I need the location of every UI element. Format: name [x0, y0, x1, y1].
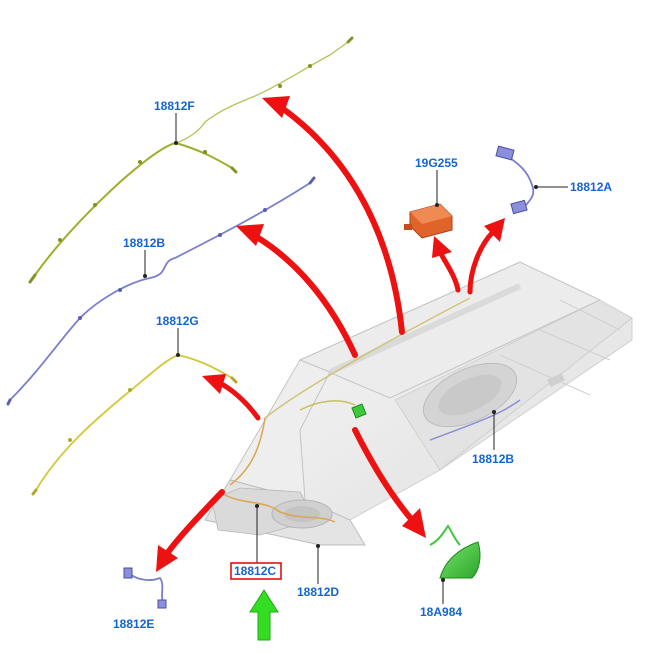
callout-arrows [156, 96, 505, 572]
label-19g255[interactable]: 19G255 [415, 156, 458, 170]
label-18812b-top[interactable]: 18812B [123, 236, 165, 250]
highlight-box [230, 562, 282, 580]
label-18812c[interactable]: 18812C [234, 564, 276, 578]
harness-18812a [495, 145, 535, 215]
harness-18812e [123, 567, 167, 609]
label-18812g[interactable]: 18812G [156, 314, 199, 328]
installed-harness-traces [224, 297, 521, 523]
green-pointer-arrow [249, 589, 279, 641]
harness-18812g [31, 354, 238, 496]
label-18812b-right[interactable]: 18812B [472, 452, 514, 466]
label-18812e[interactable]: 18812E [113, 617, 154, 631]
label-18812a[interactable]: 18812A [570, 180, 612, 194]
label-18a984[interactable]: 18A984 [420, 605, 462, 619]
harness-18812f [28, 36, 354, 284]
label-18812d[interactable]: 18812D [297, 585, 339, 599]
module-19g255 [404, 203, 453, 239]
antenna-18a984 [351, 403, 481, 579]
vehicle-body [204, 261, 633, 546]
label-18812f[interactable]: 18812F [154, 99, 195, 113]
part-labels[interactable]: 18812F 18812B 18812G 19G255 18812A 18812… [113, 99, 612, 631]
leader-lines [143, 113, 568, 604]
harness-18812b-top [6, 176, 316, 406]
